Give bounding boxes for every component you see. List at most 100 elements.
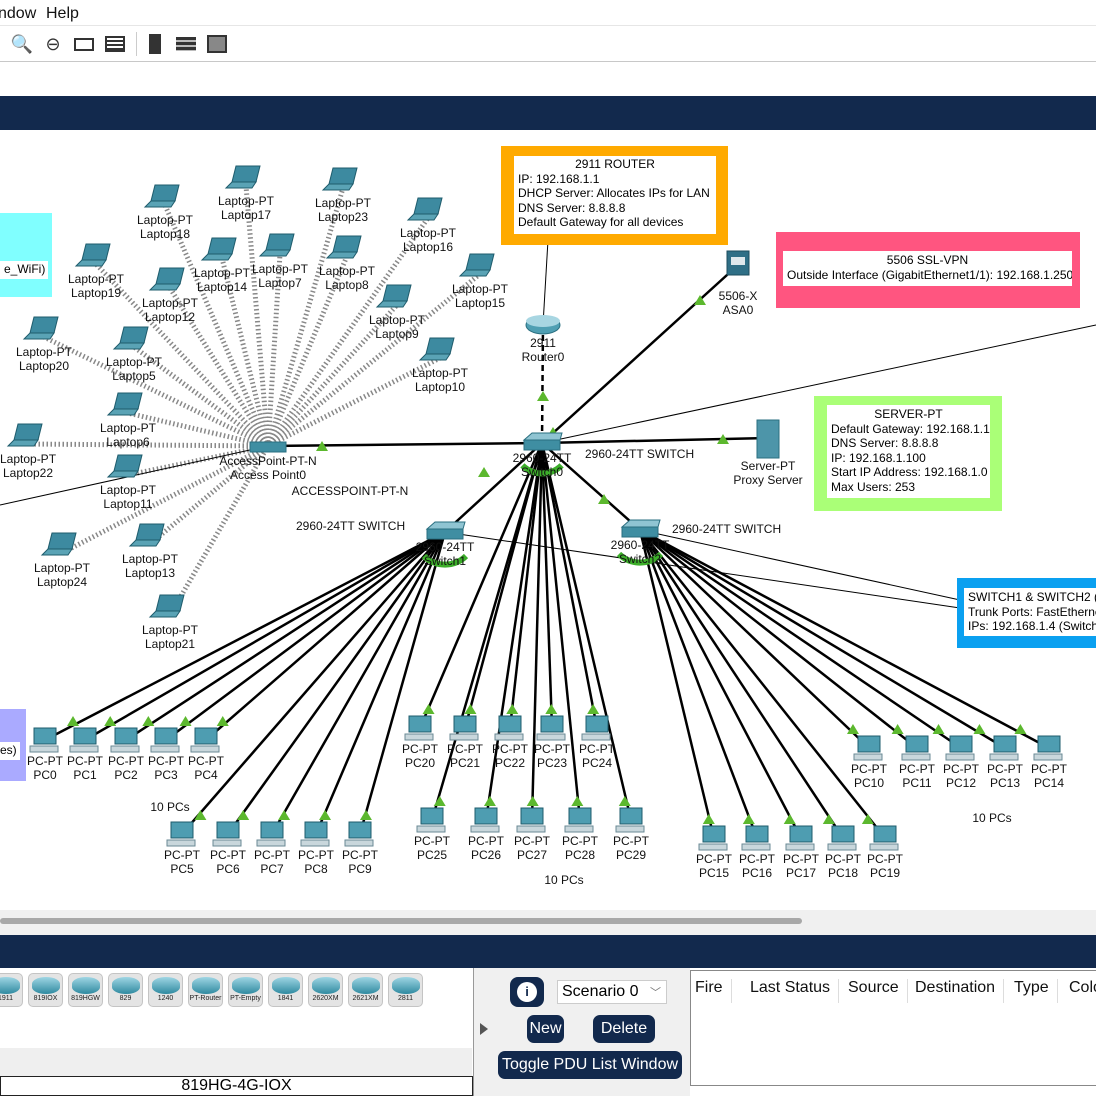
palette-device-2811[interactable]: 2811 xyxy=(388,973,423,1007)
note-router[interactable]: 2911 ROUTER IP: 192.168.1.1 DHCP Server:… xyxy=(501,146,728,245)
drawing-rectangle-icon[interactable] xyxy=(72,32,96,56)
horizontal-scrollbar-thumb[interactable] xyxy=(0,918,802,924)
column-header-color[interactable]: Colo xyxy=(1069,979,1096,996)
note-switches[interactable]: SWITCH1 & SWITCH2 (A Trunk Ports: FastEt… xyxy=(957,578,1096,648)
label-switch0-note[interactable]: 2960-24TT SWITCH xyxy=(585,447,694,461)
label-pcs-group-3[interactable]: 10 PCs xyxy=(972,811,1011,825)
column-header-source[interactable]: Source xyxy=(848,979,908,1003)
column-header-type[interactable]: Type xyxy=(1014,979,1058,1003)
label-switch1-note[interactable]: 2960-24TT SWITCH xyxy=(296,519,405,533)
column-header-fire[interactable]: Fire xyxy=(695,979,732,1003)
palette-device-2621xm[interactable]: 2621XM xyxy=(348,973,383,1007)
cluster-icon[interactable] xyxy=(174,32,198,56)
toggle-pdu-list-button[interactable]: Toggle PDU List Window xyxy=(498,1051,682,1079)
column-header-destination[interactable]: Destination xyxy=(915,979,1005,1003)
palette-list-icon[interactable] xyxy=(103,32,127,56)
topology-diagram[interactable]: Laptop-PTLaptop18Laptop-PTLaptop17Laptop… xyxy=(0,130,1096,910)
viewport-icon[interactable] xyxy=(205,32,229,56)
delete-button[interactable]: Delete xyxy=(593,1015,655,1043)
scenario-select[interactable]: Scenario 0 ﹀ xyxy=(557,980,667,1004)
palette-device-pt-router[interactable]: PT-Router xyxy=(188,973,223,1007)
expand-arrow-icon[interactable] xyxy=(480,1023,488,1035)
palette-device-pt-empty[interactable]: PT-Empty xyxy=(228,973,263,1007)
zoom-out-icon[interactable]: ⊖ xyxy=(45,33,61,54)
note-pcs[interactable]: es) xyxy=(0,709,26,781)
palette-device-819hgw[interactable]: 819HGW xyxy=(68,973,103,1007)
label-ap-note[interactable]: ACCESSPOINT-PT-N xyxy=(292,484,409,498)
note-asa[interactable]: 5506 SSL-VPN Outside Interface (GigabitE… xyxy=(776,232,1080,308)
menu-window[interactable]: ndow xyxy=(0,5,37,22)
palette-device-829[interactable]: 829 xyxy=(108,973,143,1007)
label-pcs-group-1[interactable]: 10 PCs xyxy=(150,800,189,814)
label-switch2-note[interactable]: 2960-24TT SWITCH xyxy=(672,522,781,536)
zoom-reset-icon[interactable]: 🔍 xyxy=(10,33,34,54)
label-pcs-group-2[interactable]: 10 PCs xyxy=(544,873,583,887)
palette-device-1841[interactable]: 1841 xyxy=(268,973,303,1007)
note-wifi[interactable]: e_WiFi) xyxy=(0,213,52,297)
palette-device-819iox[interactable]: 819IOX xyxy=(28,973,63,1007)
palette-device-2620xm[interactable]: 2620XM xyxy=(308,973,343,1007)
info-button[interactable]: i xyxy=(510,977,544,1007)
column-header-last-status[interactable]: Last Status xyxy=(750,979,840,1003)
new-button[interactable]: New xyxy=(527,1015,564,1043)
menu-help[interactable]: Help xyxy=(46,5,79,22)
note-server[interactable]: SERVER-PT Default Gateway: 192.168.1.1 D… xyxy=(814,396,1002,511)
palette-device-1911[interactable]: 1911 xyxy=(0,973,23,1007)
panel-splitter[interactable] xyxy=(474,968,495,1096)
